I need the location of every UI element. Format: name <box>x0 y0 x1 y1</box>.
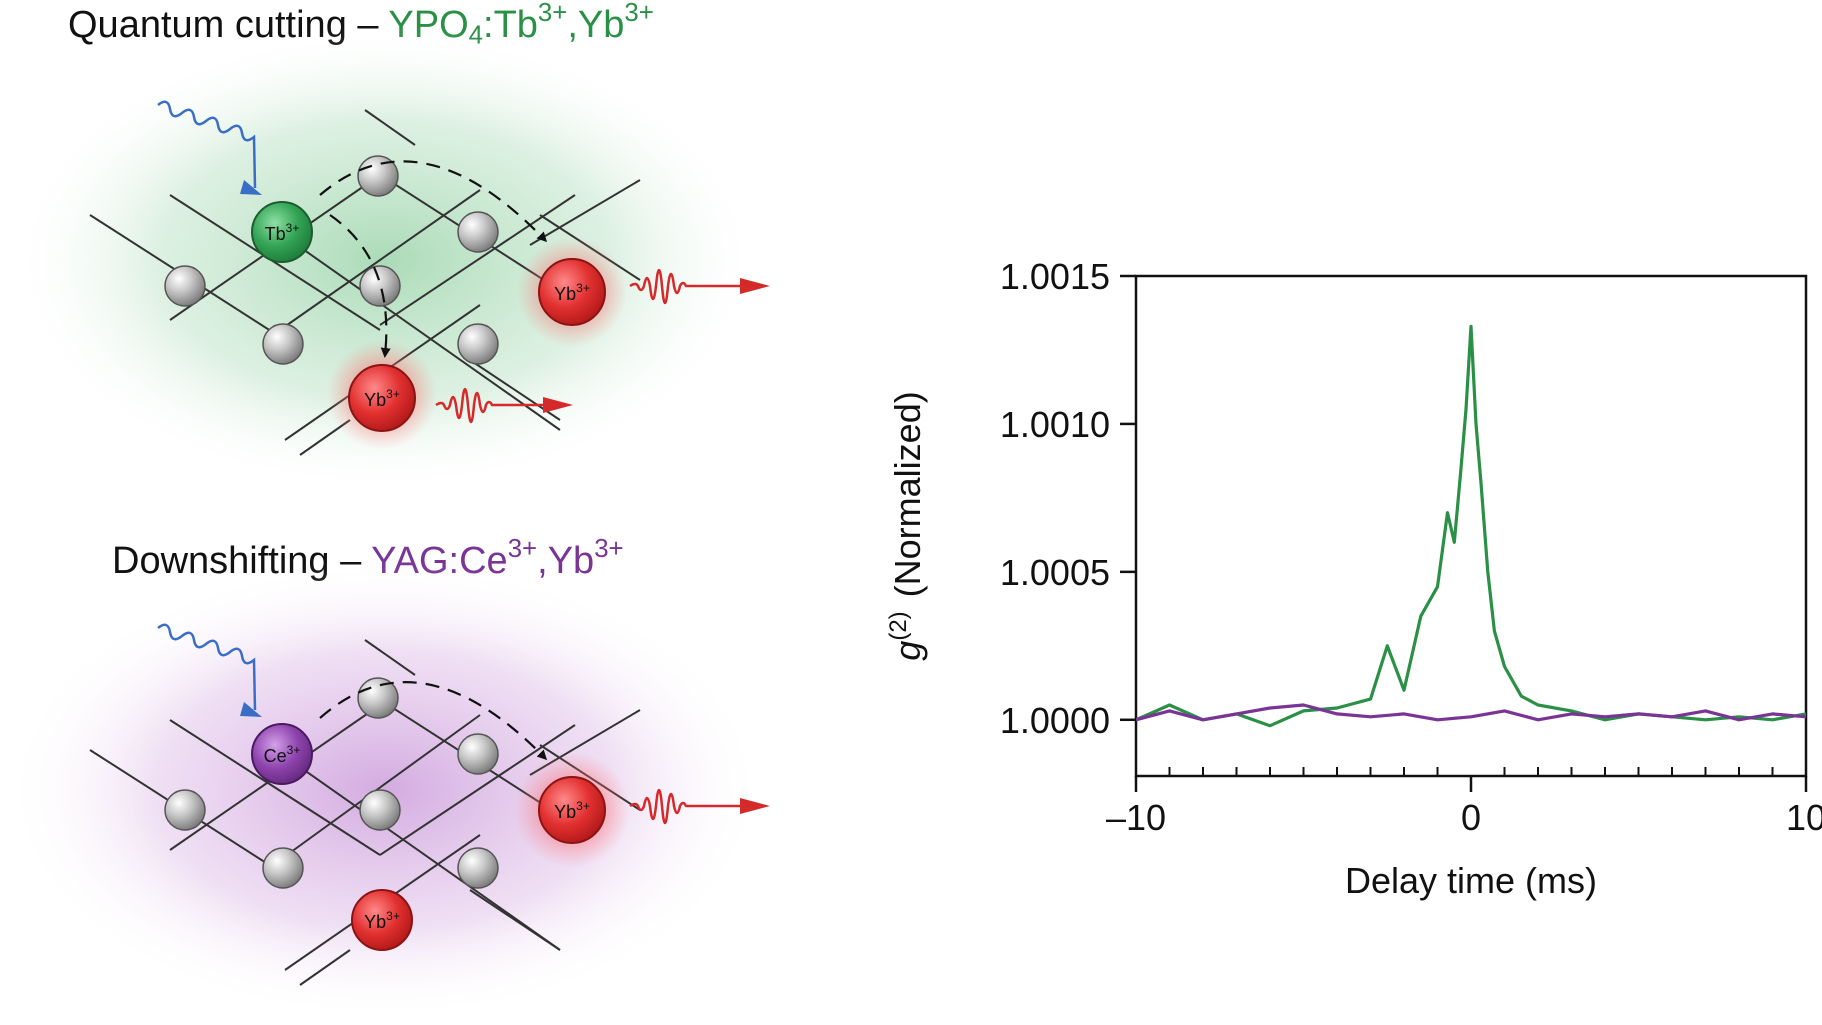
bottom-yb-ion-right <box>538 776 606 844</box>
bottom-ce-ion <box>251 723 313 785</box>
top-emission-arrowhead-bottom <box>543 397 573 413</box>
series-line-2 <box>1136 703 1806 722</box>
bottom-transfer-arrow <box>319 681 548 761</box>
top-background-glow <box>5 25 765 495</box>
x-axis-label: Delay time (ms) <box>1345 860 1597 901</box>
top-yb-ion-right <box>538 258 606 326</box>
y-axis-label: g(2)(Normalized) <box>885 391 928 660</box>
top-emission-arrowhead-right <box>740 278 770 294</box>
top-emission-wave-bottom <box>435 387 548 424</box>
top-excitation-arrowhead <box>240 180 262 195</box>
top-chem-c-sup: 3+ <box>624 0 654 27</box>
x-tick-label: 10 <box>1786 797 1822 838</box>
bottom-atom <box>359 789 401 831</box>
bottom-ce-label: Ce3+ <box>264 743 301 766</box>
lattice-diagrams: Tb3+ Yb3+ Yb3+ <box>5 25 770 1020</box>
bottom-atom <box>457 733 499 775</box>
bottom-lattice: Ce3+ Yb3+ Yb3+ <box>5 560 770 1020</box>
top-atom <box>359 265 401 307</box>
top-excitation-wave <box>157 100 257 189</box>
top-tb-ion <box>251 201 313 263</box>
chart-axes: 1.0000 1.0005 1.0010 1.0015 –10 0 10 <box>1000 256 1822 838</box>
top-chem-b-sup: 3+ <box>537 0 568 27</box>
top-emission-wave-right <box>629 268 745 305</box>
top-transfer-arrow-short <box>329 214 391 358</box>
chart-series <box>1136 324 1806 728</box>
bottom-emission-arrowhead <box>740 798 770 814</box>
x-tick-label: –10 <box>1106 797 1166 838</box>
bottom-atom <box>164 789 206 831</box>
top-atom <box>457 323 499 365</box>
y-tick-label: 1.0000 <box>1000 700 1110 741</box>
top-yb-label-bottom: Yb3+ <box>364 387 400 410</box>
bottom-yb-ion-bottom <box>351 889 413 951</box>
bottom-yb-label-right: Yb3+ <box>554 799 590 822</box>
top-yb-ion-bottom <box>348 364 416 432</box>
y-tick-label: 1.0005 <box>1000 552 1110 593</box>
bottom-excitation-wave <box>157 623 257 711</box>
top-atom <box>457 211 499 253</box>
top-chem-c: ,Yb <box>567 4 625 46</box>
bottom-atom <box>262 847 304 889</box>
top-transfer-arrow-long <box>319 160 548 243</box>
bottom-chem-b-sup: 3+ <box>594 534 624 563</box>
y-tick-label: 1.0010 <box>1000 404 1110 445</box>
x-tick-label: 0 <box>1461 797 1481 838</box>
bottom-yb-label-bottom: Yb3+ <box>364 909 400 932</box>
bottom-excitation-arrowhead <box>240 702 262 717</box>
top-lattice: Tb3+ Yb3+ Yb3+ <box>5 25 770 495</box>
bottom-chem-b: ,Yb <box>537 540 595 582</box>
top-panel-title: Quantum cutting – YPO4:Tb3+,Yb3+ <box>68 0 654 48</box>
bottom-chem-a-sup: 3+ <box>507 534 538 563</box>
top-atom <box>262 323 304 365</box>
bottom-emission-wave <box>629 788 745 825</box>
y-tick-label: 1.0015 <box>1000 256 1110 297</box>
bottom-atom <box>457 847 499 889</box>
series-line-1 <box>1136 324 1806 728</box>
top-tb-label: Tb3+ <box>265 221 300 244</box>
top-yb-label-right: Yb3+ <box>554 281 590 304</box>
top-atom <box>164 265 206 307</box>
top-title-chem: YPO4:Tb3+,Yb3+ <box>388 0 653 48</box>
